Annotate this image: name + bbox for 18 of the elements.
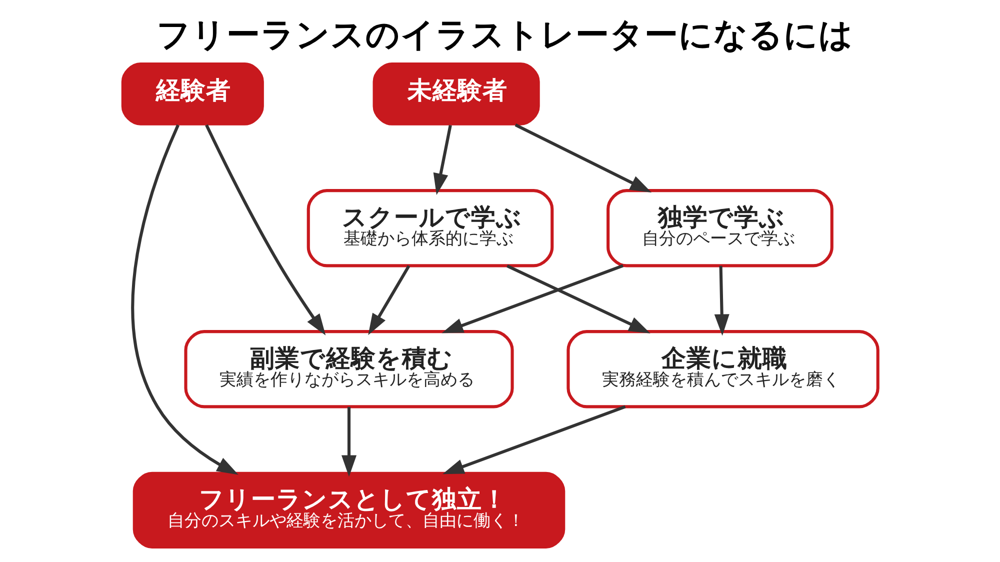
- node-box: 独学で学ぶ 自分のペースで学ぶ: [606, 189, 834, 268]
- arrow: [368, 265, 410, 336]
- arrow: [442, 264, 624, 334]
- node-box: 経験者: [121, 62, 264, 126]
- diagram-title: フリーランスのイラストレーターになるには: [156, 14, 854, 54]
- node-box: 企業に就職 実務経験を積んでスキルを磨く: [566, 330, 880, 408]
- arrow: [131, 124, 238, 475]
- arrow: [205, 124, 326, 336]
- arrow: [506, 264, 650, 334]
- node-box: 副業で経験を積む 実績を作りながらスキルを高める: [184, 330, 514, 408]
- arrow: [433, 124, 452, 195]
- arrow: [341, 406, 357, 477]
- arrow: [514, 124, 652, 193]
- arrow: [714, 266, 730, 336]
- node-box: スクールで学ぶ 基礎から体系的に学ぶ: [306, 189, 554, 268]
- node-box: 未経験者: [372, 62, 540, 126]
- arrow: [442, 405, 626, 474]
- node-box: フリーランスとして独立！ 自分のスキルや経験を活かして、自由に働く！: [132, 472, 566, 548]
